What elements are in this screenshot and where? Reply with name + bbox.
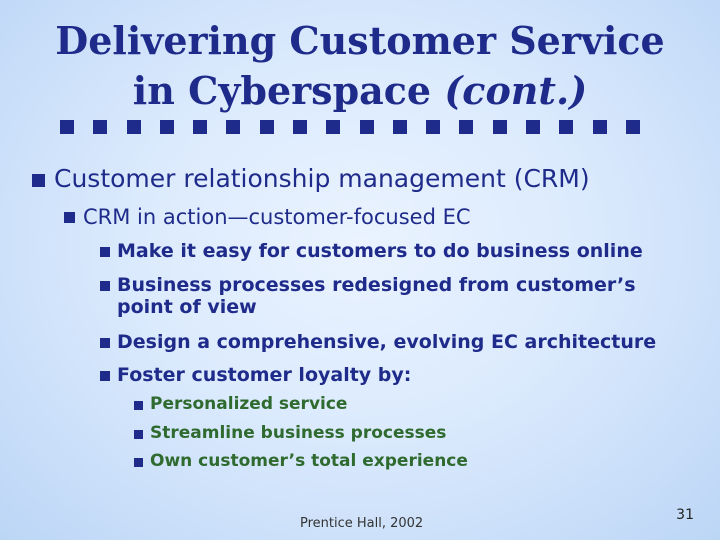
title-line-2-text: in Cyberspace (132, 68, 432, 113)
bullet-crm: Customer relationship management (CRM) (32, 162, 590, 196)
bullet-crm-in-action: CRM in action—customer-focused EC (64, 202, 471, 232)
bullet-text: CRM in action—customer-focused EC (83, 205, 471, 229)
separator-square-icon (426, 120, 441, 134)
title-separator (60, 120, 640, 134)
square-bullet-icon (100, 281, 110, 291)
bullet-text: Streamline business processes (150, 423, 447, 443)
title-suffix: (cont.) (444, 68, 588, 113)
separator-square-icon (126, 120, 141, 134)
bullet-foster-loyalty: Foster customer loyalty by: (100, 364, 680, 386)
title-line-2: in Cyberspace (cont.) (40, 66, 680, 116)
bullet-text: Own customer’s total experience (150, 451, 468, 471)
square-bullet-icon (32, 174, 45, 187)
bullet-text: Design a comprehensive, evolving EC arch… (117, 331, 657, 353)
separator-square-icon (326, 120, 341, 134)
square-bullet-icon (100, 247, 110, 257)
footer-text: Prentice Hall, 2002 (300, 516, 424, 531)
separator-square-icon (592, 120, 607, 134)
square-bullet-icon (134, 401, 143, 410)
separator-square-icon (492, 120, 507, 134)
separator-square-icon (159, 120, 174, 134)
square-bullet-icon (100, 338, 110, 348)
bullet-text: Business processes redesigned from custo… (117, 274, 636, 318)
separator-square-icon (359, 120, 374, 134)
page-number: 31 (676, 507, 694, 523)
separator-square-icon (459, 120, 474, 134)
square-bullet-icon (100, 371, 110, 381)
title-line-1: Delivering Customer Service (55, 18, 665, 63)
separator-square-icon (625, 120, 640, 134)
bullet-streamline-processes: Streamline business processes (134, 422, 446, 444)
bullet-own-experience: Own customer’s total experience (134, 450, 468, 472)
separator-square-icon (193, 120, 208, 134)
square-bullet-icon (134, 458, 143, 467)
bullet-text: Customer relationship management (CRM) (54, 164, 590, 193)
separator-square-icon (60, 120, 74, 134)
separator-square-icon (93, 120, 108, 134)
bullet-business-processes: Business processes redesigned from custo… (100, 274, 680, 318)
slide-title: Delivering Customer Service in Cyberspac… (40, 16, 680, 116)
separator-square-icon (292, 120, 307, 134)
bullet-make-it-easy: Make it easy for customers to do busines… (100, 240, 680, 262)
separator-square-icon (525, 120, 540, 134)
separator-square-icon (559, 120, 574, 134)
bullet-text: Make it easy for customers to do busines… (117, 240, 643, 262)
bullet-text: Foster customer loyalty by: (117, 364, 412, 386)
separator-square-icon (392, 120, 407, 134)
bullet-text: Personalized service (150, 394, 348, 414)
bullet-personalized-service: Personalized service (134, 393, 347, 415)
square-bullet-icon (134, 430, 143, 439)
square-bullet-icon (64, 212, 75, 223)
separator-square-icon (226, 120, 241, 134)
separator-square-icon (259, 120, 274, 134)
bullet-design-architecture: Design a comprehensive, evolving EC arch… (100, 331, 680, 353)
